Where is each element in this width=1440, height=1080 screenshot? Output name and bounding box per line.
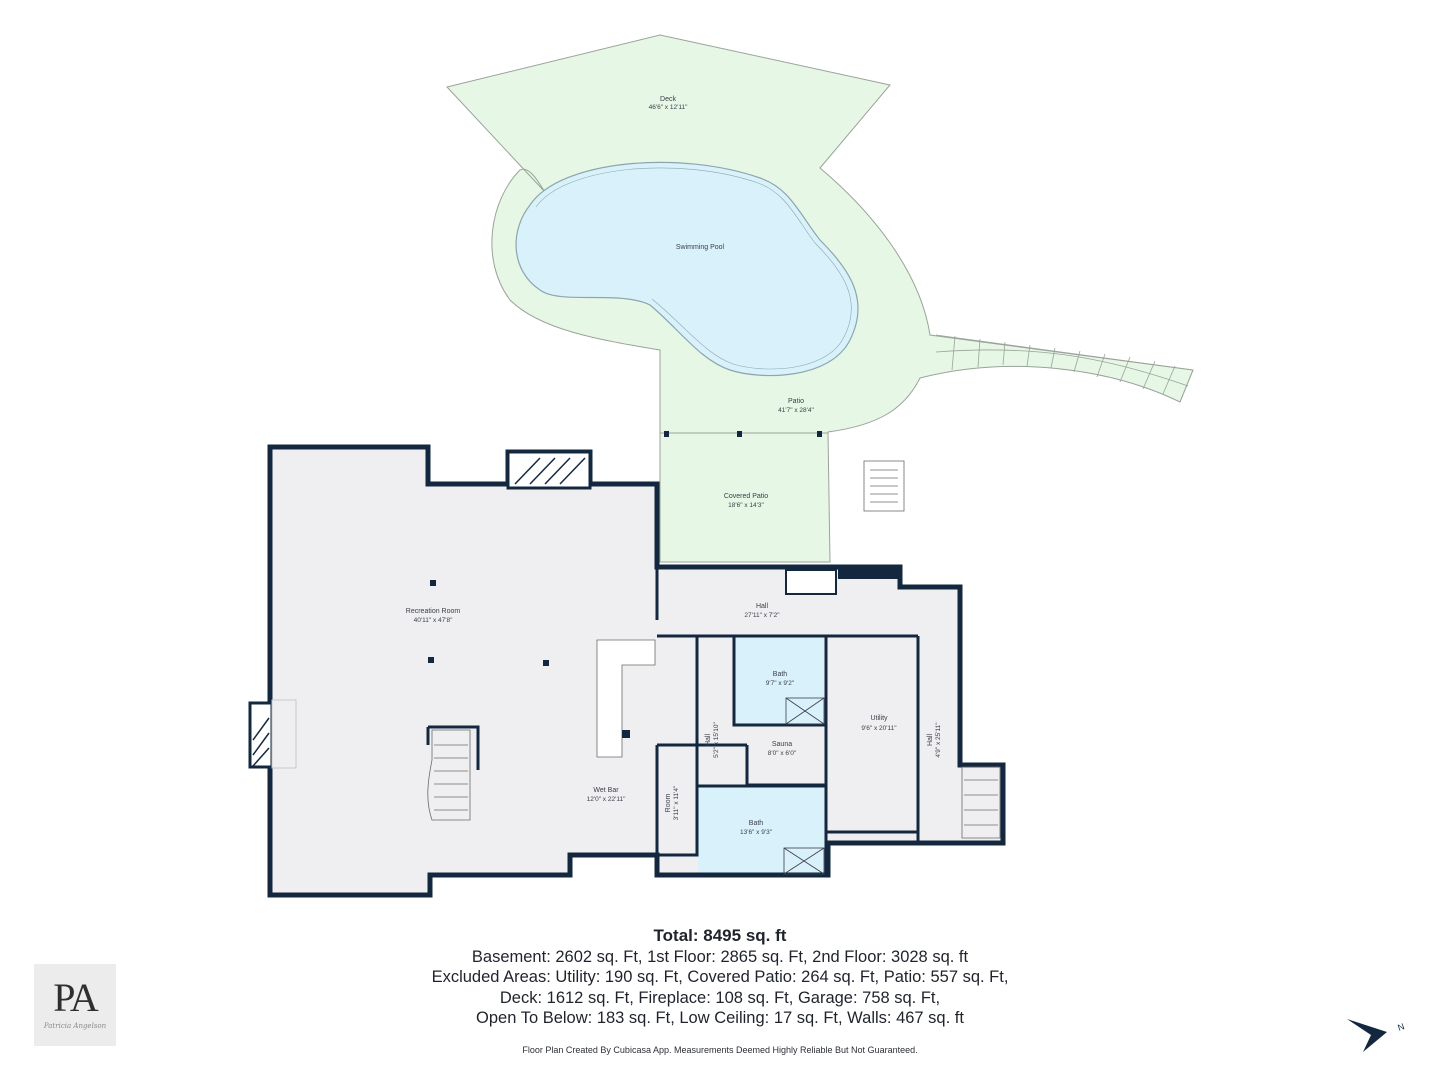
logo-signature: Patricia Angelson [43,1022,107,1030]
hall-right-dims: 4'9" x 25'11" [935,722,942,758]
room-labels: Deck 46'6" x 12'11" Swimming Pool Patio … [406,96,942,836]
recreation-room-dims: 40'11" x 47'8" [414,617,453,624]
wet-bar-dims: 12'0" x 22'11" [587,796,626,803]
walkway-tiles [935,334,1194,403]
upper-bath-floor [734,637,824,725]
outdoor-stairs [863,460,905,512]
wet-bar-counter [596,639,656,758]
credit-note: Floor Plan Created By Cubicasa App. Meas… [522,1045,918,1055]
compass-icon: N [1347,1019,1406,1052]
hall-top-name: Hall [756,603,769,610]
total-area: Total: 8495 sq. ft [653,926,787,945]
patio-name: Patio [788,398,804,405]
logo-monogram: PA [53,975,98,1020]
area-summary: Total: 8495 sq. ft Basement: 2602 sq. Ft… [320,926,1120,1029]
patio-dims: 41'7" x 28'4" [778,407,814,414]
hall-small-dims: 5'2" x 15'10" [713,721,720,757]
utility-name: Utility [870,715,888,722]
bath-lower-dims: 13'6" x 9'3" [740,829,773,836]
excluded-areas-1: Excluded Areas: Utility: 190 sq. Ft, Cov… [431,968,1009,986]
recreation-room-name: Recreation Room [406,608,461,615]
interior-stairs [427,729,471,821]
floor-areas: Basement: 2602 sq. Ft, 1st Floor: 2865 s… [471,947,969,966]
bath-upper-dims: 9'7" x 9'2" [766,680,795,687]
excluded-areas-2: Deck: 1612 sq. Ft, Fireplace: 108 sq. Ft… [499,988,941,1007]
brand-logo: PA Patricia Angelson [34,964,116,1046]
interior-walls [426,567,920,875]
sauna-dims: 8'0" x 6'0" [768,750,797,757]
utility-dims: 9'6" x 20'11" [861,725,897,732]
compass-label: N [1396,1021,1406,1033]
bath-lower-name: Bath [749,820,764,827]
deck-dims: 46'6" x 12'11" [649,104,688,111]
room-name: Room [665,794,672,813]
bath-upper-name: Bath [773,671,788,678]
hall-right-name: Hall [927,734,934,747]
interior-floor [270,447,1003,895]
swimming-pool-shape [515,161,859,377]
room-dims: 3'11" x 11'4" [673,785,680,820]
hall-small-name: Hall [705,734,712,747]
covered-patio-dims: 18'6" x 14'3" [728,502,764,509]
pool-name: Swimming Pool [676,244,725,251]
sauna-name: Sauna [772,741,792,748]
wet-bar-name: Wet Bar [593,787,619,794]
deck-name: Deck [660,96,676,103]
hall-top-dims: 27'11" x 7'2" [744,612,780,619]
interior [248,444,1006,898]
covered-patio-name: Covered Patio [724,493,768,500]
excluded-areas-3: Open To Below: 183 sq. Ft, Low Ceiling: … [476,1009,964,1027]
